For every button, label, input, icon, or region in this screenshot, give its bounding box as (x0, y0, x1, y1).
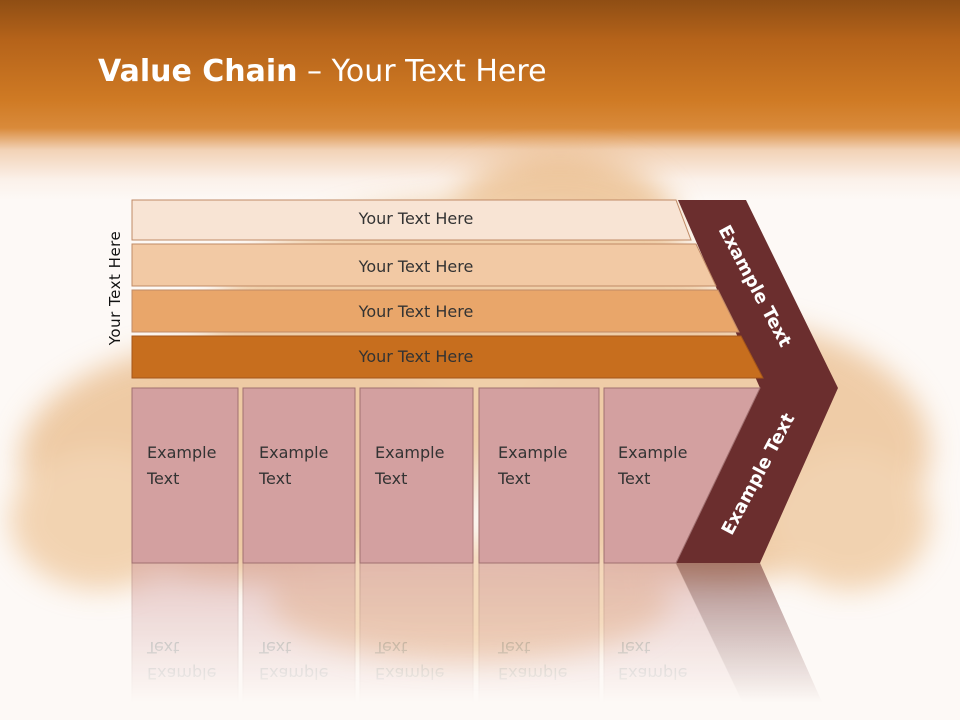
chevron-shape (676, 200, 838, 563)
box-1-line1: Example (147, 443, 216, 462)
svg-text:Text: Text (497, 638, 530, 657)
slide-title: Value Chain – Your Text Here (98, 54, 547, 89)
bar-2[interactable] (131, 243, 717, 287)
box-5-line1: Example (618, 443, 687, 462)
svg-text:Example: Example (147, 664, 216, 683)
bar-2-label: Your Text Here (358, 257, 474, 276)
svg-text:Text: Text (146, 638, 179, 657)
box-4[interactable] (478, 387, 600, 564)
bar-3[interactable] (131, 289, 740, 333)
box-2-line2: Text (258, 469, 291, 488)
box-2[interactable] (242, 387, 356, 564)
title-rest: – Your Text Here (297, 54, 547, 89)
box-3[interactable] (359, 387, 474, 564)
svg-text:Example: Example (259, 664, 328, 683)
bar-1-label: Your Text Here (358, 209, 474, 228)
box-3-line2: Text (374, 469, 407, 488)
box-2-line1: Example (259, 443, 328, 462)
box-3-line1: Example (375, 443, 444, 462)
box-4-line2: Text (497, 469, 530, 488)
svg-text:Text: Text (258, 638, 291, 657)
svg-text:Example: Example (375, 664, 444, 683)
svg-text:Text: Text (617, 638, 650, 657)
bar-4-label: Your Text Here (358, 347, 474, 366)
box-5[interactable] (603, 387, 761, 564)
bar-4[interactable] (131, 335, 764, 379)
header-band (0, 0, 960, 200)
svg-text:Text: Text (374, 638, 407, 657)
box-1-line2: Text (146, 469, 179, 488)
svg-text:Example: Example (618, 664, 687, 683)
box-4-line1: Example (498, 443, 567, 462)
title-bold: Value Chain (98, 54, 298, 89)
bar-3-label: Your Text Here (358, 302, 474, 321)
bar-1[interactable] (131, 199, 692, 241)
box-reflection (131, 562, 830, 720)
box-1[interactable] (131, 387, 239, 564)
box-5-line2: Text (617, 469, 650, 488)
svg-text:Example: Example (498, 664, 567, 683)
